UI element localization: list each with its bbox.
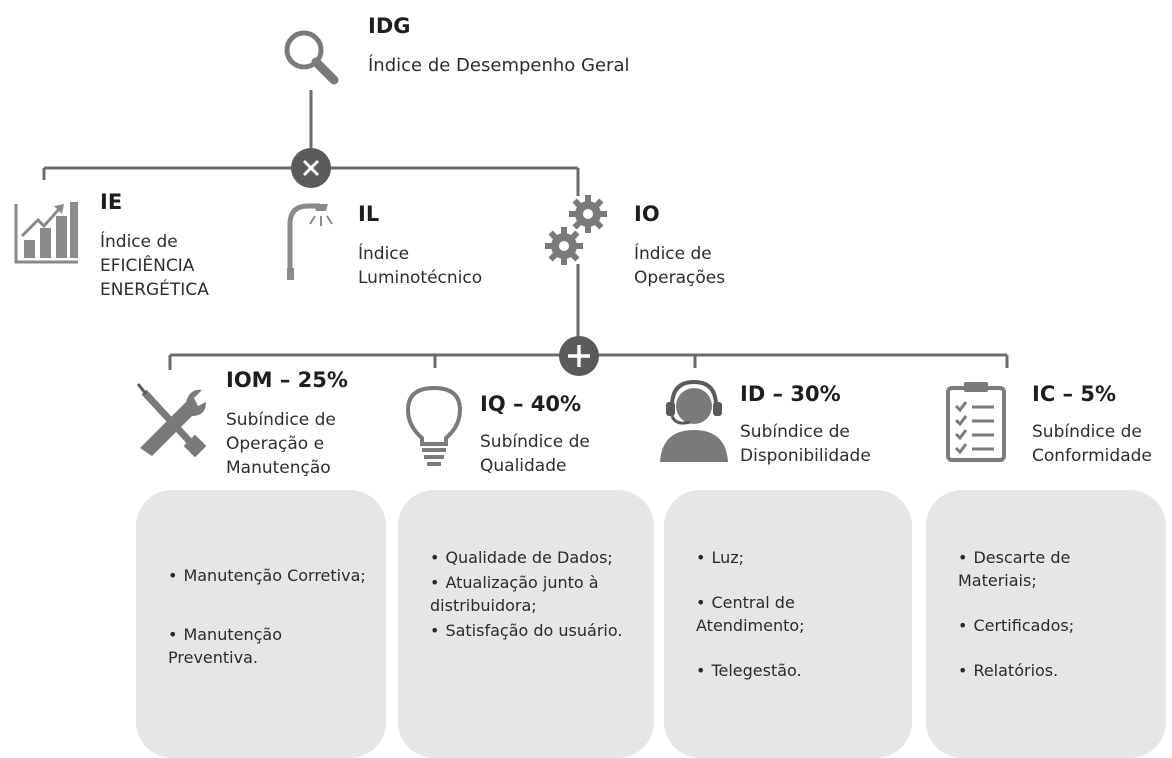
list-item: Telegestão. xyxy=(696,659,894,682)
headset-user-icon xyxy=(660,379,728,462)
ie-icon-wrap xyxy=(12,196,82,266)
list-item: Manutenção Corretiva; xyxy=(168,564,368,587)
iq-items-box: Qualidade de Dados; Atualização junto à … xyxy=(398,490,654,758)
bar-chart-icon xyxy=(14,202,78,264)
magnifier-icon xyxy=(284,30,339,85)
id-desc: Subíndice de Disponibilidade xyxy=(740,422,871,466)
idg-name: Índice de Desempenho Geral xyxy=(368,55,630,76)
list-item: Manutenção Preventiva. xyxy=(168,623,368,669)
street-lamp-icon xyxy=(287,203,333,280)
io-icon-wrap xyxy=(540,192,618,270)
iom-items-list: Manutenção Corretiva; Manutenção Prevent… xyxy=(136,546,386,669)
iq-desc: Subíndice de Qualidade xyxy=(480,432,590,476)
io-code: IO xyxy=(634,202,660,226)
iq-items-list: Qualidade de Dados; Atualização junto à … xyxy=(398,546,654,642)
plus-node xyxy=(557,334,601,378)
idg-icon-wrap xyxy=(276,22,344,90)
iom-items-box: Manutenção Corretiva; Manutenção Prevent… xyxy=(136,490,386,758)
list-item: Luz; xyxy=(696,546,894,569)
ic-code: IC – 5% xyxy=(1032,382,1116,406)
tools-icon xyxy=(136,383,207,458)
idg-code: IDG xyxy=(368,14,411,38)
list-item: Satisfação do usuário. xyxy=(430,619,636,642)
iom-desc: Subíndice de Operação e Manutenção xyxy=(226,410,336,478)
plus-icon xyxy=(559,336,599,376)
ic-items-box: Descarte de Materiais; Certificados; Rel… xyxy=(926,490,1166,758)
checklist-icon xyxy=(946,382,1006,462)
iom-icon-wrap xyxy=(132,380,212,460)
ic-items-list: Descarte de Materiais; Certificados; Rel… xyxy=(926,546,1166,682)
ic-icon-wrap xyxy=(944,380,1008,464)
list-item: Certificados; xyxy=(958,614,1148,637)
id-code: ID – 30% xyxy=(740,382,841,406)
list-item: Atualização junto à distribuidora; xyxy=(430,571,636,617)
ie-code: IE xyxy=(100,190,123,214)
ie-desc: Índice de EFICIÊNCIA ENERGÉTICA xyxy=(100,232,209,300)
id-items-box: Luz; Central de Atendimento; Telegestão. xyxy=(664,490,912,758)
il-code: IL xyxy=(358,202,380,226)
lightbulb-icon xyxy=(405,385,463,466)
il-desc: Índice Luminotécnico xyxy=(358,244,483,288)
multiply-node xyxy=(289,146,333,190)
id-items-list: Luz; Central de Atendimento; Telegestão. xyxy=(664,546,912,682)
iom-code: IOM – 25% xyxy=(226,368,348,392)
list-item: Relatórios. xyxy=(958,659,1148,682)
multiply-icon xyxy=(291,148,331,188)
ic-desc: Subíndice de Conformidade xyxy=(1032,422,1152,466)
io-desc: Índice de Operações xyxy=(634,244,726,288)
list-item: Descarte de Materiais; xyxy=(958,546,1148,592)
il-icon-wrap xyxy=(280,196,350,282)
gears-icon xyxy=(545,195,607,265)
iq-icon-wrap xyxy=(402,382,466,472)
iq-code: IQ – 40% xyxy=(480,392,582,416)
id-icon-wrap xyxy=(658,378,730,462)
list-item: Central de Atendimento; xyxy=(696,591,894,637)
list-item: Qualidade de Dados; xyxy=(430,546,636,569)
